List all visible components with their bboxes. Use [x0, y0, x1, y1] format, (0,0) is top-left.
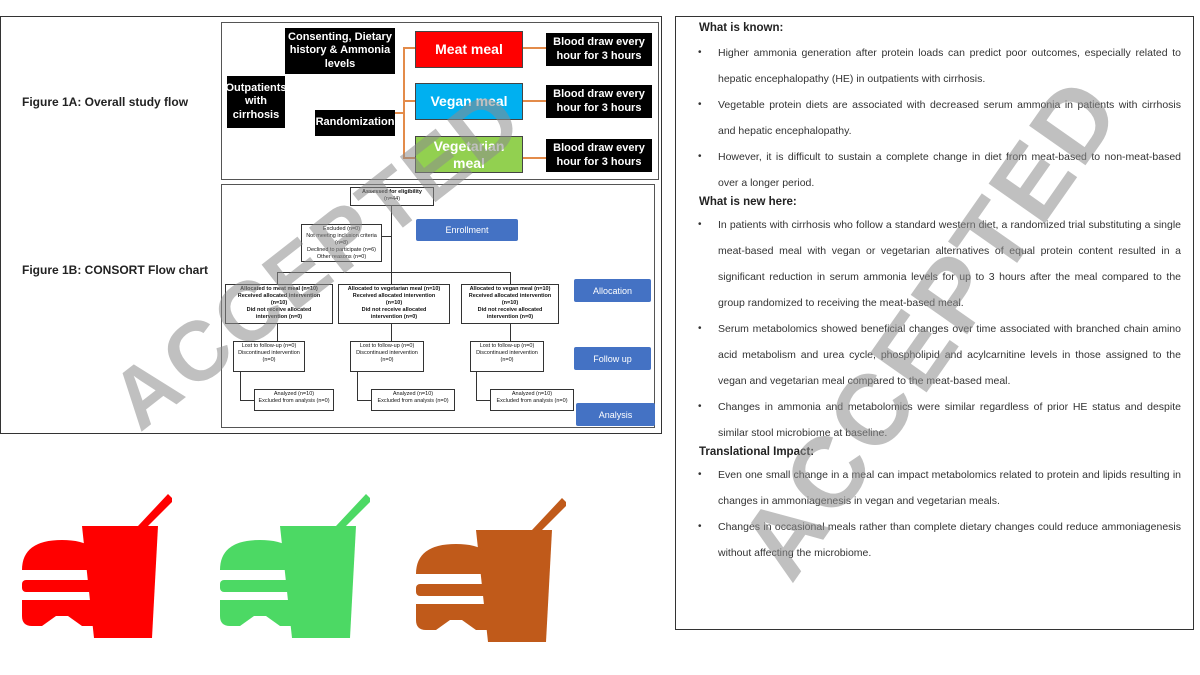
- allocation-box-vegetarian: Allocated to vegetarian meal (n=10) Rece…: [338, 284, 450, 324]
- summary-panel: [675, 16, 1194, 630]
- figure-1a-label: Figure 1A: Overall study flow: [22, 95, 189, 109]
- bullet-icon: •: [698, 469, 702, 480]
- connector: [403, 47, 405, 158]
- bullet-icon: •: [698, 151, 702, 162]
- analysis-box-meat: Analyzed (n=10) Excluded from analysis (…: [254, 389, 334, 411]
- connector: [357, 400, 371, 401]
- vegetarian-meal-box: Vegetarian meal: [415, 136, 523, 173]
- bullet-icon: •: [698, 219, 702, 230]
- connector: [240, 400, 254, 401]
- connector: [357, 372, 358, 400]
- bullet-icon: •: [698, 521, 702, 532]
- analysis-box-vegan: Analyzed (n=10) Excluded from analysis (…: [490, 389, 574, 411]
- impact-list: •Even one small change in a meal can imp…: [681, 462, 1181, 566]
- bullet-icon: •: [698, 323, 702, 334]
- assessed-box: Assessed for eligibility (n=44): [350, 187, 434, 206]
- connector: [476, 400, 490, 401]
- figure-1b-label: Figure 1B: CONSORT Flow chart: [22, 263, 209, 277]
- bullet-icon: •: [698, 401, 702, 412]
- vegan-meal-box: Vegan meal: [415, 83, 523, 120]
- connector: [393, 112, 405, 114]
- summary-content: What is known: •Higher ammonia generatio…: [681, 20, 1181, 566]
- connector: [403, 157, 415, 159]
- what-is-known-heading: What is known:: [699, 22, 784, 34]
- list-item: •Changes in ammonia and metabolomics wer…: [681, 394, 1181, 446]
- connector: [240, 372, 241, 400]
- connector: [522, 47, 546, 49]
- meat-meal-box: Meat meal: [415, 31, 523, 68]
- stage-follow-up: Follow up: [574, 347, 651, 370]
- list-item: •Higher ammonia generation after protein…: [681, 40, 1181, 92]
- connector: [510, 272, 511, 284]
- connector: [522, 157, 546, 159]
- list-item: •Even one small change in a meal can imp…: [681, 462, 1181, 514]
- blood-draw-box: Blood draw every hour for 3 hours: [546, 33, 652, 66]
- connector: [277, 272, 510, 273]
- follow-up-box-meat: Lost to follow-up (n=0) Discontinued int…: [233, 341, 305, 372]
- outpatients-box: Outpatients with cirrhosis: [225, 76, 287, 128]
- follow-up-box-vegan: Lost to follow-up (n=0) Discontinued int…: [470, 341, 544, 372]
- fast-food-green-icon: [220, 494, 370, 638]
- connector: [277, 272, 278, 284]
- consenting-box: Consenting, Dietary history & Ammonia le…: [285, 28, 395, 74]
- connector: [476, 372, 477, 400]
- analysis-box-vegetarian: Analyzed (n=10) Excluded from analysis (…: [371, 389, 455, 411]
- known-list: •Higher ammonia generation after protein…: [681, 40, 1181, 196]
- connector: [522, 100, 546, 102]
- list-item: •Vegetable protein diets are associated …: [681, 92, 1181, 144]
- allocation-box-meat: Allocated to meat meal (n=10) Received a…: [225, 284, 333, 324]
- connector: [391, 206, 392, 272]
- list-item: •Serum metabolomics showed beneficial ch…: [681, 316, 1181, 394]
- blood-draw-box: Blood draw every hour for 3 hours: [546, 85, 652, 118]
- connector: [403, 100, 415, 102]
- new-list: •In patients with cirrhosis who follow a…: [681, 212, 1181, 446]
- connector: [403, 47, 415, 49]
- list-item: •However, it is difficult to sustain a c…: [681, 144, 1181, 196]
- fast-food-brown-icon: [416, 498, 566, 642]
- blood-draw-box: Blood draw every hour for 3 hours: [546, 139, 652, 172]
- list-item: •Changes in occasional meals rather than…: [681, 514, 1181, 566]
- translational-impact-heading: Translational Impact:: [699, 446, 815, 458]
- stage-enrollment: Enrollment: [416, 219, 518, 241]
- follow-up-box-vegetarian: Lost to follow-up (n=0) Discontinued int…: [350, 341, 424, 372]
- excluded-box: Excluded (n=0) Not meeting inclusion cri…: [301, 224, 382, 262]
- bullet-icon: •: [698, 99, 702, 110]
- bullet-icon: •: [698, 47, 702, 58]
- stage-analysis: Analysis: [576, 403, 655, 426]
- connector: [391, 324, 392, 341]
- randomization-box: Randomization: [315, 110, 395, 136]
- connector: [391, 272, 392, 284]
- connector: [510, 324, 511, 341]
- allocation-box-vegan: Allocated to vegan meal (n=10) Received …: [461, 284, 559, 324]
- connector: [382, 236, 392, 237]
- connector: [277, 324, 278, 341]
- list-item: •In patients with cirrhosis who follow a…: [681, 212, 1181, 316]
- stage-allocation: Allocation: [574, 279, 651, 302]
- fast-food-red-icon: [22, 494, 172, 638]
- what-is-new-heading: What is new here:: [699, 196, 797, 208]
